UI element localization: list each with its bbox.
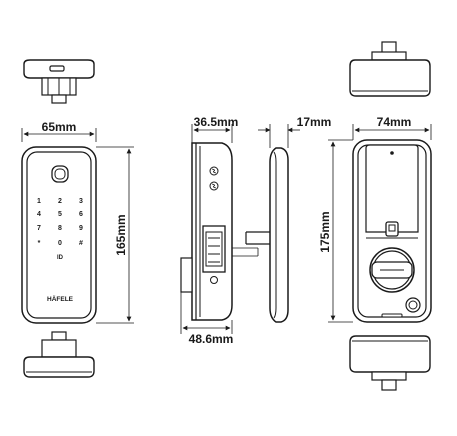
key-5: 5 (58, 211, 62, 218)
dim-back-plate-depth: 17mm (258, 115, 331, 148)
screw-icon (210, 276, 218, 284)
dim-label-165mm: 165mm (114, 214, 128, 255)
dim-side-total-depth: 48.6mm (180, 292, 234, 346)
dim-label-74mm: 74mm (377, 115, 412, 129)
key-4: 4 (37, 211, 41, 218)
key-id: ID (57, 255, 64, 261)
key-star: * (38, 240, 41, 247)
side-view (180, 142, 259, 321)
key-7: 7 (37, 225, 41, 232)
dim-label-17mm: 17mm (297, 115, 332, 129)
keypad: 1 2 3 4 5 6 7 8 9 * 0 # ID (37, 198, 83, 261)
key-6: 6 (79, 211, 83, 218)
back-plate-side-view (245, 147, 289, 323)
front-unit-bottom-view (23, 331, 95, 378)
dim-back-width: 74mm (352, 115, 432, 140)
key-0: 0 (58, 240, 62, 247)
back-unit-top-view (349, 41, 431, 97)
key-9: 9 (79, 225, 83, 232)
brand-logo-text: HÄFELE (47, 295, 74, 303)
key-hash: # (79, 240, 83, 247)
dim-front-height: 165mm (96, 146, 134, 324)
front-unit-top-view (23, 59, 95, 104)
dim-label-175mm: 175mm (318, 211, 332, 252)
dim-side-depth: 36.5mm (191, 115, 239, 143)
back-unit-bottom-view (349, 335, 431, 391)
key-3: 3 (79, 198, 83, 205)
key-1: 1 (37, 198, 41, 205)
dim-front-width: 65mm (21, 120, 97, 142)
dim-label-65mm: 65mm (42, 120, 77, 134)
dim-label-48-6mm: 48.6mm (189, 332, 234, 346)
key-8: 8 (58, 225, 62, 232)
back-view (352, 139, 432, 323)
dim-label-36-5mm: 36.5mm (194, 115, 239, 129)
key-2: 2 (58, 198, 62, 205)
dim-back-height: 175mm (318, 139, 353, 323)
front-view: 1 2 3 4 5 6 7 8 9 * 0 # ID HÄFELE (21, 146, 97, 324)
